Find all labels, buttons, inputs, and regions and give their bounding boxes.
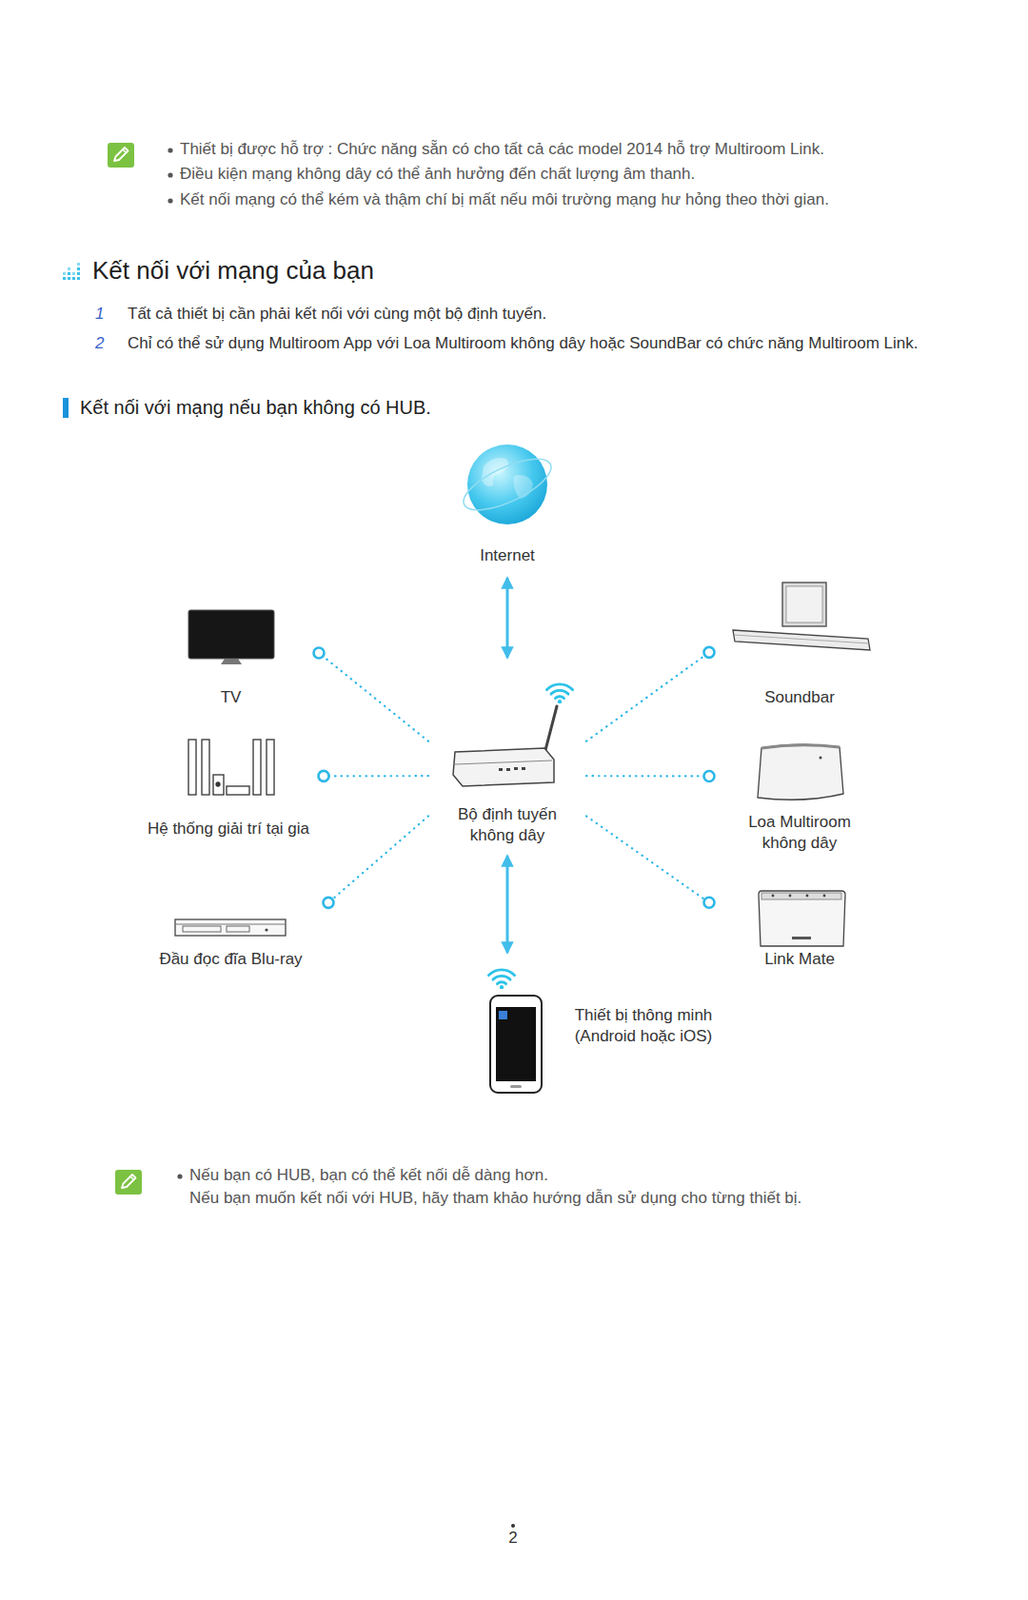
device-label: Loa Multiroom không dây [735, 811, 864, 854]
bluray-icon [175, 919, 286, 936]
subheading-bar [62, 397, 69, 418]
step-text: Tất cả thiết bị cần phải kết nối với cùn… [127, 304, 547, 324]
device-label: TV [218, 687, 244, 709]
link-arrow [506, 856, 510, 952]
link-mate-icon [758, 890, 846, 947]
wireless-link [586, 774, 710, 777]
soundbar-icon [732, 582, 870, 651]
wireless-link [318, 652, 429, 742]
note-text: Điều kiện mạng không dây có thể ảnh hưởn… [179, 164, 695, 184]
router-icon [453, 684, 574, 787]
step-number: 1 [95, 304, 104, 324]
device-label: Link Mate [762, 948, 837, 970]
tv-icon [188, 610, 275, 665]
device-label: Đầu đọc đĩa Blu-ray [157, 948, 304, 970]
bullet-dots [167, 147, 182, 1179]
subheading: Kết nối với mạng nếu bạn không có HUB. [79, 395, 432, 419]
wireless-link [328, 815, 429, 903]
page-number: 2 [500, 1528, 526, 1548]
wireless-link [323, 774, 429, 777]
note-text: Thiết bị được hỗ trợ : Chức năng sẵn có … [179, 139, 825, 159]
device-label: Thiết bị thông minh (Android hoặc iOS) [556, 1005, 731, 1048]
router-node: Bộ định tuyến không dây [428, 666, 587, 850]
device-label: Internet [477, 545, 537, 567]
device-node: Hệ thống giải trí tại gia [133, 728, 324, 843]
home-theater-icon [188, 739, 275, 795]
device-node: Soundbar [709, 580, 890, 712]
phone-icon [489, 969, 543, 1093]
note-text: Nếu bạn muốn kết nối với HUB, hãy tham k… [189, 1188, 802, 1208]
section-heading: Kết nối với mạng của bạn [92, 256, 375, 286]
device-node: Đầu đọc đĩa Blu-ray [133, 885, 329, 973]
device-node: Loa Multiroom không dây [709, 732, 890, 857]
device-node: Link Mate [709, 880, 890, 973]
device-label: Soundbar [762, 687, 837, 709]
device-node: TV [142, 594, 319, 712]
heading-icon [62, 262, 80, 280]
note-icon [107, 142, 135, 168]
note-text: Nếu bạn có HUB, bạn có thể kết nối dễ dà… [189, 1166, 549, 1186]
step-number: 2 [95, 334, 104, 354]
smart-device-node: Thiết bị thông minh (Android hoặc iOS) [480, 959, 731, 1103]
note-text: Kết nối mạng có thể kém và thậm chí bị m… [179, 190, 830, 210]
wireless-link [586, 815, 710, 903]
device-label: Bộ định tuyến không dây [446, 804, 570, 847]
note-icon [115, 1169, 142, 1195]
globe-icon [456, 444, 558, 525]
page-dot [511, 1523, 515, 1528]
internet-node: Internet [440, 433, 574, 570]
link-arrow [506, 578, 510, 657]
wireless-link [586, 652, 710, 741]
device-label: Hệ thống giải trí tại gia [145, 818, 312, 840]
step-text: Chỉ có thể sử dụng Multiroom App với Loa… [127, 334, 919, 354]
speaker-icon [757, 744, 844, 800]
